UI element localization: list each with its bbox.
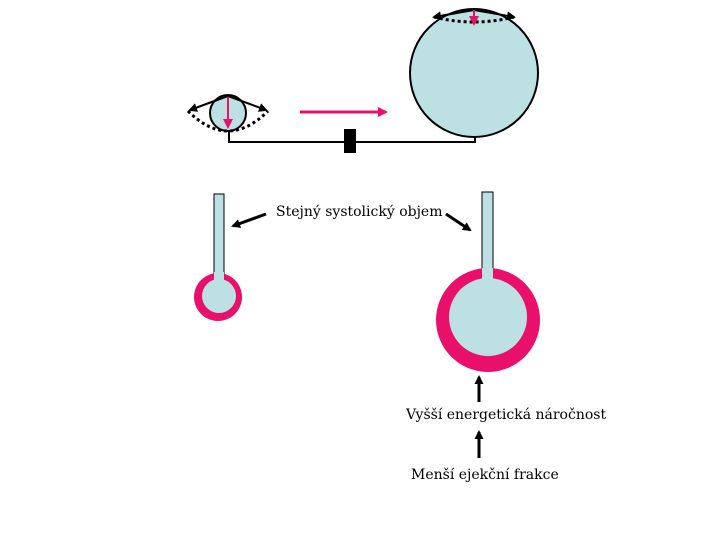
left-ventricle-model [194,193,242,321]
right-ventricle-model [436,191,540,372]
large-chamber-top [409,8,539,138]
label-arrow-left [231,212,267,228]
small-chamber-top [186,94,270,133]
connector-bracket [228,129,476,153]
label-ejection: Menší ejekční frakce [411,467,559,483]
label-energy: Vyšší energetická náročnost [406,407,607,423]
label-arrow-right [445,212,472,232]
label-same-volume: Stejný systolický objem [276,204,443,220]
